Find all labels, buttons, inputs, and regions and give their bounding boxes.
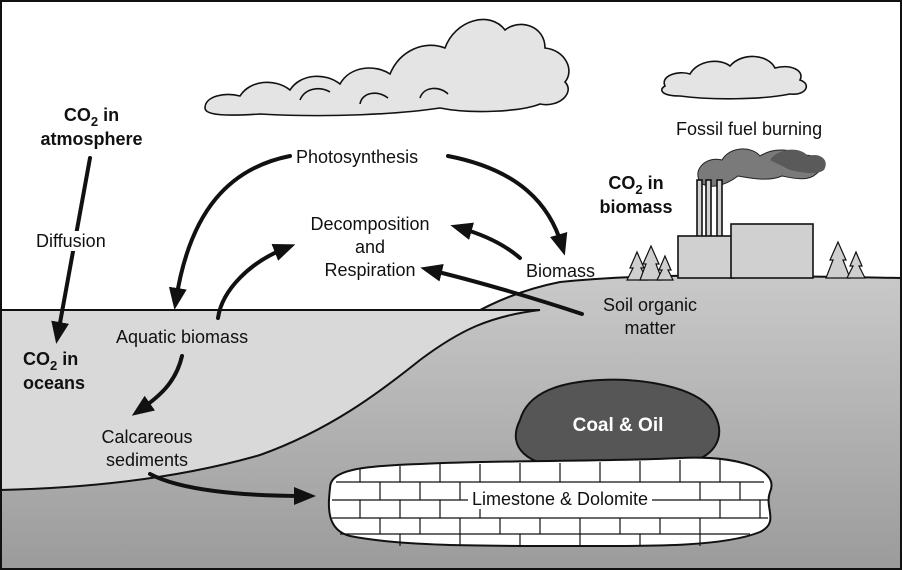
label-co2-atmosphere: CO2 in atmosphere bbox=[40, 105, 143, 149]
cloud-small bbox=[661, 55, 808, 100]
label-decomposition-respiration: Decomposition and Respiration bbox=[310, 214, 430, 280]
arrow-photosynthesis-to-biomass bbox=[446, 154, 568, 256]
ocean bbox=[0, 309, 541, 492]
label-photosynthesis: Photosynthesis bbox=[296, 147, 419, 167]
arrow-aquatic-to-decomposition bbox=[216, 243, 296, 320]
label-biomass: Biomass bbox=[526, 261, 596, 281]
arrow-biomass-to-decomposition bbox=[450, 222, 522, 260]
arrow-photosynthesis-to-aquatic bbox=[168, 154, 292, 310]
label-fossil-fuel-burning: Fossil fuel burning bbox=[676, 119, 823, 139]
label-limestone-dolomite: Limestone & Dolomite bbox=[460, 488, 660, 511]
label-aquatic-biomass: Aquatic biomass bbox=[116, 327, 249, 347]
factory bbox=[677, 179, 814, 279]
label-soil-organic-matter: Soil organic matter bbox=[602, 295, 698, 338]
cloud-large bbox=[204, 18, 570, 117]
label-coal-oil: Coal & Oil bbox=[572, 415, 664, 436]
trees-left bbox=[626, 244, 674, 281]
arrow-aquatic-to-calcareous bbox=[131, 354, 184, 416]
label-co2-oceans: CO2 in oceans bbox=[23, 349, 86, 393]
label-diffusion: Diffusion bbox=[32, 230, 110, 253]
arrow-calcareous-to-limestone bbox=[148, 472, 316, 505]
factory-smoke bbox=[697, 148, 826, 187]
label-co2-biomass: CO2 in biomass bbox=[599, 173, 673, 217]
trees-right bbox=[825, 240, 866, 279]
arrow-soil-to-decomposition bbox=[420, 264, 584, 316]
label-calcareous-sediments: Calcareous sediments bbox=[101, 427, 193, 470]
